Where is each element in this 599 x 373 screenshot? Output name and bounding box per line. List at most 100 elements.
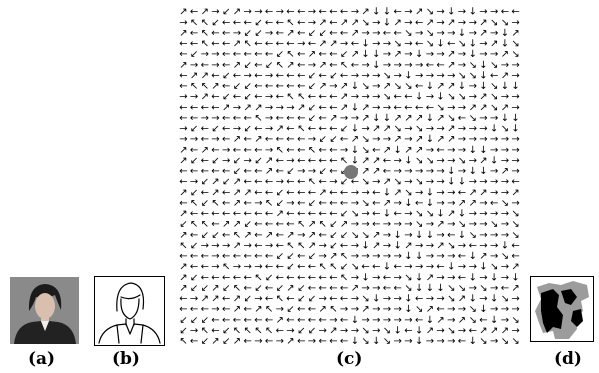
sketch-hair-outline — [116, 282, 145, 312]
field-arrow: ← — [319, 209, 327, 220]
field-arrow: ← — [276, 219, 284, 230]
field-arrow: ↓ — [383, 187, 391, 198]
field-arrow: ↙ — [276, 187, 284, 198]
field-arrow: → — [190, 134, 198, 145]
field-arrow: → — [479, 272, 487, 283]
field-arrow: → — [372, 92, 380, 103]
field-arrow: ↗ — [447, 124, 455, 135]
field-arrow: ← — [265, 283, 273, 294]
field-arrow: ← — [469, 241, 477, 252]
field-arrow: ← — [244, 283, 252, 294]
field-arrow: ↖ — [297, 219, 305, 230]
field-arrow: ↓ — [490, 124, 498, 135]
field-arrow: ↘ — [469, 315, 477, 326]
field-arrow: ↓ — [404, 294, 412, 305]
field-arrow: ↗ — [222, 102, 230, 113]
segment-black-region-top — [561, 289, 577, 305]
field-arrow: ↓ — [394, 145, 402, 156]
field-arrow: ↗ — [244, 187, 252, 198]
field-arrow: ↙ — [222, 7, 230, 18]
field-arrow: ← — [394, 28, 402, 39]
field-arrow: ↓ — [415, 230, 423, 241]
field-arrow: → — [469, 17, 477, 28]
field-arrow: ↖ — [254, 326, 262, 337]
field-arrow: ↖ — [340, 272, 348, 283]
field-arrow: ← — [297, 81, 305, 92]
field-arrow: ↙ — [211, 156, 219, 167]
field-arrow: → — [511, 17, 519, 28]
field-arrow: → — [383, 102, 391, 113]
field-arrow: → — [447, 145, 455, 156]
field-arrow: → — [244, 262, 252, 273]
field-arrow: ↙ — [297, 283, 305, 294]
field-arrow: ↘ — [426, 28, 434, 39]
field-arrow: ← — [244, 251, 252, 262]
field-arrow: → — [286, 198, 294, 209]
field-arrow: ↓ — [501, 241, 509, 252]
field-arrow: ← — [436, 60, 444, 71]
field-arrow: ← — [222, 230, 230, 241]
field-arrow: ↗ — [351, 283, 359, 294]
field-arrow: → — [190, 326, 198, 337]
field-arrow: ← — [254, 219, 262, 230]
field-arrow: ← — [190, 102, 198, 113]
field-arrow: ↘ — [458, 156, 466, 167]
field-arrow: → — [244, 156, 252, 167]
field-arrow: ↙ — [308, 28, 316, 39]
field-arrow: → — [458, 49, 466, 60]
field-arrow: ↗ — [351, 134, 359, 145]
field-arrow: ↓ — [469, 49, 477, 60]
segment-black-region-left — [541, 289, 563, 333]
field-arrow: → — [351, 198, 359, 209]
field-arrow: → — [458, 102, 466, 113]
field-arrow: ↗ — [201, 7, 209, 18]
field-arrow: ← — [222, 304, 230, 315]
field-arrow: ↙ — [244, 219, 252, 230]
field-arrow: → — [394, 198, 402, 209]
field-arrow: ← — [286, 219, 294, 230]
field-arrow: ↗ — [308, 230, 316, 241]
field-arrow: → — [447, 336, 455, 346]
field-arrow: ← — [179, 113, 187, 124]
field-arrow: ↗ — [415, 7, 423, 18]
field-arrow: ↘ — [404, 28, 412, 39]
field-arrow: → — [361, 283, 369, 294]
field-arrow: ↗ — [201, 92, 209, 103]
field-arrow: ← — [383, 28, 391, 39]
field-arrow: ↗ — [436, 219, 444, 230]
field-arrow: ↙ — [308, 198, 316, 209]
field-arrow: ↓ — [372, 294, 380, 305]
field-arrow: → — [501, 177, 509, 188]
field-arrow: ↘ — [458, 219, 466, 230]
field-arrow: ← — [319, 315, 327, 326]
field-arrow: → — [511, 294, 519, 305]
field-arrow: ↓ — [383, 209, 391, 220]
field-arrow: ↖ — [340, 60, 348, 71]
field-arrow: → — [469, 156, 477, 167]
field-arrow: ↙ — [308, 113, 316, 124]
field-arrow: → — [490, 251, 498, 262]
field-arrow: ↘ — [469, 230, 477, 241]
field-arrow: ↗ — [479, 92, 487, 103]
field-arrow: → — [469, 124, 477, 135]
field-arrow: ← — [286, 113, 294, 124]
field-arrow: ↓ — [351, 81, 359, 92]
field-arrow: → — [394, 156, 402, 167]
field-arrow: → — [511, 145, 519, 156]
field-arrow: ↓ — [426, 187, 434, 198]
field-arrow: ← — [458, 187, 466, 198]
field-arrow: ← — [244, 209, 252, 220]
field-arrow: ↗ — [286, 28, 294, 39]
field-arrow: → — [179, 124, 187, 135]
field-arrow: → — [361, 315, 369, 326]
field-arrow: ↙ — [211, 230, 219, 241]
field-arrow: → — [361, 209, 369, 220]
field-arrow: ↙ — [308, 81, 316, 92]
field-arrow: ↗ — [265, 230, 273, 241]
field-arrow: → — [447, 315, 455, 326]
field-arrow: → — [254, 198, 262, 209]
field-arrow: ↘ — [426, 39, 434, 50]
field-arrow: ↗ — [501, 326, 509, 337]
field-arrow: ← — [276, 241, 284, 252]
field-arrow: → — [479, 209, 487, 220]
